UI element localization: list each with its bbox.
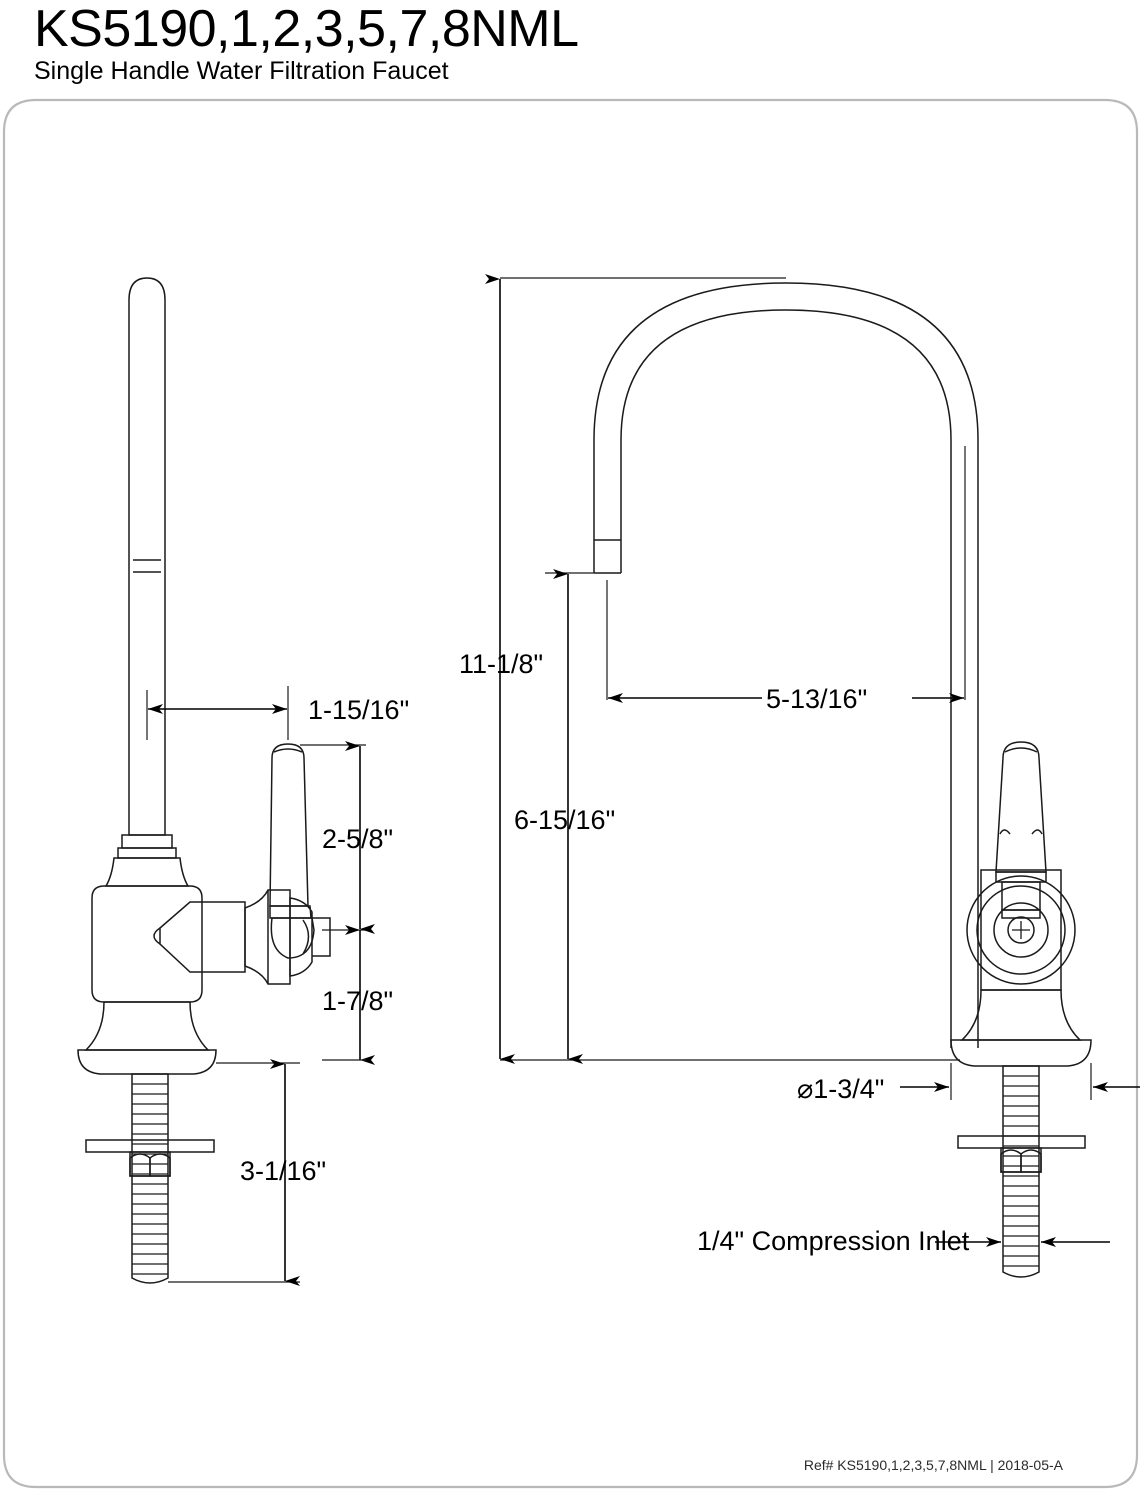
dimension-label-spout-reach: 5-13/16" xyxy=(766,684,867,714)
dimension-spout-reach: 5-13/16" xyxy=(606,446,966,716)
sheet-border xyxy=(2,98,1139,1489)
lever-handle-side xyxy=(269,743,315,959)
dimension-label-shank-length: 3-1/16" xyxy=(240,1156,326,1186)
dimension-label-overall-height: 11-1/8" xyxy=(459,649,543,679)
mounting-hardware-front xyxy=(957,1135,1086,1173)
faucet-body-side xyxy=(84,885,210,1051)
page-title: KS5190,1,2,3,5,7,8NML xyxy=(34,0,579,58)
threaded-shank-side xyxy=(131,1073,169,1284)
spout-collar-side xyxy=(104,834,190,887)
spout-tube-side xyxy=(128,277,166,836)
dimension-label-valve-height: 1-7/8" xyxy=(322,986,393,1016)
faucet-front-view xyxy=(950,741,1092,1278)
note-compression-inlet: 1/4" Compression Inlet xyxy=(697,1226,1110,1256)
dimension-shank-length: 3-1/16" xyxy=(168,1059,326,1286)
gooseneck-spout xyxy=(593,282,979,1048)
dimension-label-handle-height: 2-5/8" xyxy=(322,824,393,854)
faucet-side-view xyxy=(77,277,331,1284)
dimension-label-handle-offset: 1-15/16" xyxy=(308,695,409,725)
base-flange-front xyxy=(950,1039,1092,1067)
valve-bonnet-side xyxy=(153,889,331,985)
dimension-label-spout-height: 6-15/16" xyxy=(514,805,615,835)
dimension-spout-height: 6-15/16" xyxy=(514,569,615,1064)
dimension-base-diameter: ⌀1-3/4" xyxy=(797,1063,1140,1104)
note-label-compression-inlet: 1/4" Compression Inlet xyxy=(697,1226,970,1256)
base-flange-side xyxy=(77,1049,217,1075)
reference-footer: Ref# KS5190,1,2,3,5,7,8NML | 2018-05-A xyxy=(803,1457,1063,1473)
page-subtitle: Single Handle Water Filtration Faucet xyxy=(34,57,449,85)
mounting-hardware-side xyxy=(85,1139,215,1177)
dimension-overall-height: 11-1/8" xyxy=(459,274,960,1064)
dimension-label-base-diameter: ⌀1-3/4" xyxy=(797,1074,884,1104)
dimension-handle-height: 2-5/8" xyxy=(300,741,393,934)
faucet-body-front xyxy=(960,989,1082,1041)
lever-handle-front xyxy=(995,741,1047,919)
dimension-valve-height: 1-7/8" xyxy=(322,925,393,1065)
title-block: KS5190,1,2,3,5,7,8NML Single Handle Wate… xyxy=(34,2,1034,85)
dimension-handle-offset: 1-15/16" xyxy=(146,686,409,740)
valve-bonnet-front xyxy=(966,869,1076,991)
